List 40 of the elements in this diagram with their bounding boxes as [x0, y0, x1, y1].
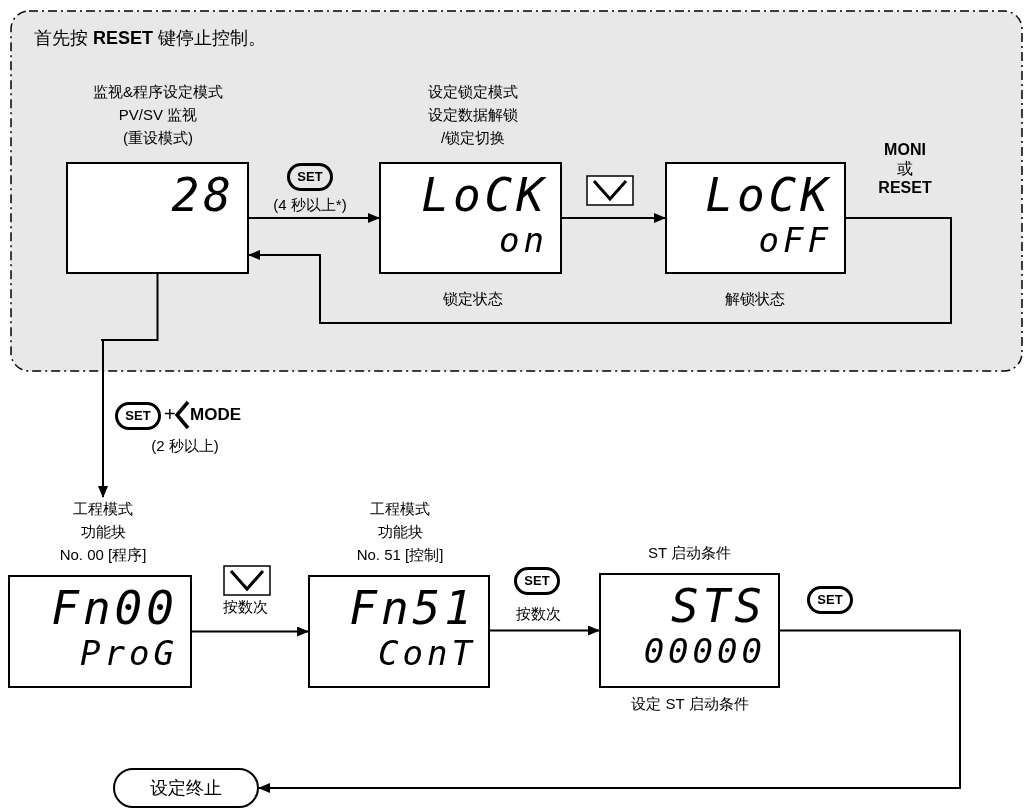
lcd-text: ProG [80, 633, 178, 673]
lcd-text: LoCK [421, 168, 548, 222]
mode-heading: 监视&程序设定模式 PV/SV 监视 (重设模式) [92, 82, 224, 148]
arrow [258, 629, 961, 793]
arrow [489, 625, 600, 636]
set-key: SET [115, 402, 161, 430]
plus-sign: + [164, 403, 176, 426]
lcd-text: STS [670, 579, 766, 633]
set-key: SET [807, 586, 853, 614]
state-caption: 锁定状态 [442, 290, 504, 309]
lcd-text: 00000 [643, 631, 766, 671]
lcd-text: Fn00 [51, 581, 178, 635]
edge-label: (4 秒以上*) [272, 196, 348, 215]
edge-label: MONI 或 RESET [877, 140, 933, 197]
lcd-text: on [499, 220, 548, 260]
mode-heading: 设定锁定模式设定数据解锁/锁定切换 [427, 82, 519, 148]
set-key: SET [287, 163, 333, 191]
lcd-text: 28 [171, 168, 235, 222]
mode-heading: 工程模式功能块No. 51 [控制] [355, 499, 445, 565]
lcd-text: ConT [378, 633, 476, 673]
set-key: SET [514, 567, 560, 595]
arrow [248, 217, 952, 324]
state-caption: 设定 ST 启动条件 [630, 695, 750, 714]
panel-title: 首先按 RESET 键停止控制。 [34, 27, 267, 50]
terminator-box: 设定终止 [113, 768, 259, 808]
mode-heading: 工程模式功能块No. 00 [程序] [58, 499, 148, 565]
arrow [561, 213, 666, 223]
state-caption: 解锁状态 [724, 290, 786, 309]
lcd-text: Fn51 [349, 581, 476, 635]
lcd-text: LoCK [705, 168, 832, 222]
mode-key-label: MODE [190, 404, 241, 426]
mode-heading: ST 启动条件 [646, 543, 733, 563]
instruction-panel [10, 10, 1023, 372]
arrow [191, 626, 309, 637]
arrow [98, 273, 159, 498]
arrow [248, 213, 380, 223]
edge-label: (2 秒以上) [150, 437, 220, 456]
edge-label: 按数次 [514, 605, 562, 624]
edge-label: 按数次 [221, 598, 269, 617]
lcd-text: oFF [758, 220, 832, 260]
